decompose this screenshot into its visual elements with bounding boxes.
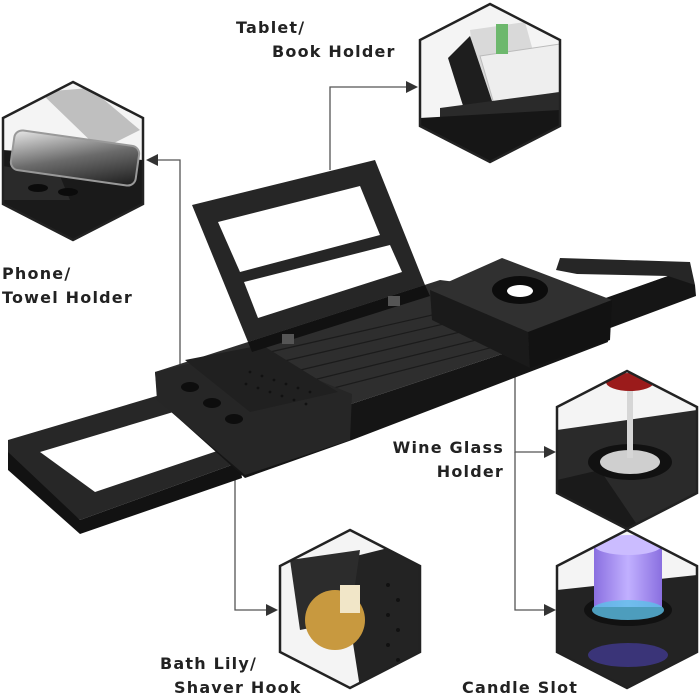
lily-label-line1: Bath Lily/ xyxy=(160,654,258,673)
wine-callout-arrow xyxy=(544,446,556,458)
phone-holder-label: Phone/ Towel Holder xyxy=(2,262,133,310)
tablet-holder-inset xyxy=(418,2,562,164)
left-extension-arm xyxy=(8,392,242,534)
bath-lily-inset xyxy=(278,528,422,690)
lily-callout-line xyxy=(234,440,270,611)
phone-holder-inset xyxy=(1,80,145,242)
phone-label-line1: Phone/ xyxy=(2,264,72,283)
candle-inset xyxy=(555,528,699,690)
tablet-label-line2: Book Holder xyxy=(272,42,396,61)
lily-callout-arrow xyxy=(266,604,278,616)
candle-label-line1: Candle Slot xyxy=(462,678,579,697)
tablet-holder-label: Tablet/ Book Holder xyxy=(236,16,396,64)
candle-slot-label: Candle Slot xyxy=(462,676,578,700)
wine-label-line2: Holder xyxy=(436,462,504,481)
phone-callout-arrow xyxy=(146,154,158,166)
wine-glass-inset xyxy=(555,369,699,531)
phone-icon xyxy=(9,129,141,187)
phone-label-line2: Towel Holder xyxy=(2,288,133,307)
candle-callout-line xyxy=(514,452,548,611)
tablet-label-line1: Tablet/ xyxy=(236,18,306,37)
book-stand xyxy=(192,160,430,352)
bath-lily-label: Bath Lily/ Shaver Hook xyxy=(160,652,302,700)
bath-caddy xyxy=(8,160,696,534)
wine-holder-label: Wine Glass Holder xyxy=(380,436,504,484)
right-extension-arm xyxy=(556,258,696,330)
drain-holes xyxy=(244,370,312,406)
wine-label-line1: Wine Glass xyxy=(392,438,504,457)
lily-label-line2: Shaver Hook xyxy=(174,678,302,697)
candle-callout-arrow xyxy=(544,604,556,616)
phone-callout-line xyxy=(154,159,181,365)
wine-glass-block xyxy=(430,258,612,368)
tablet-callout-arrow xyxy=(406,81,418,93)
tablet-callout-line xyxy=(329,86,410,170)
candle-icon xyxy=(594,545,662,607)
